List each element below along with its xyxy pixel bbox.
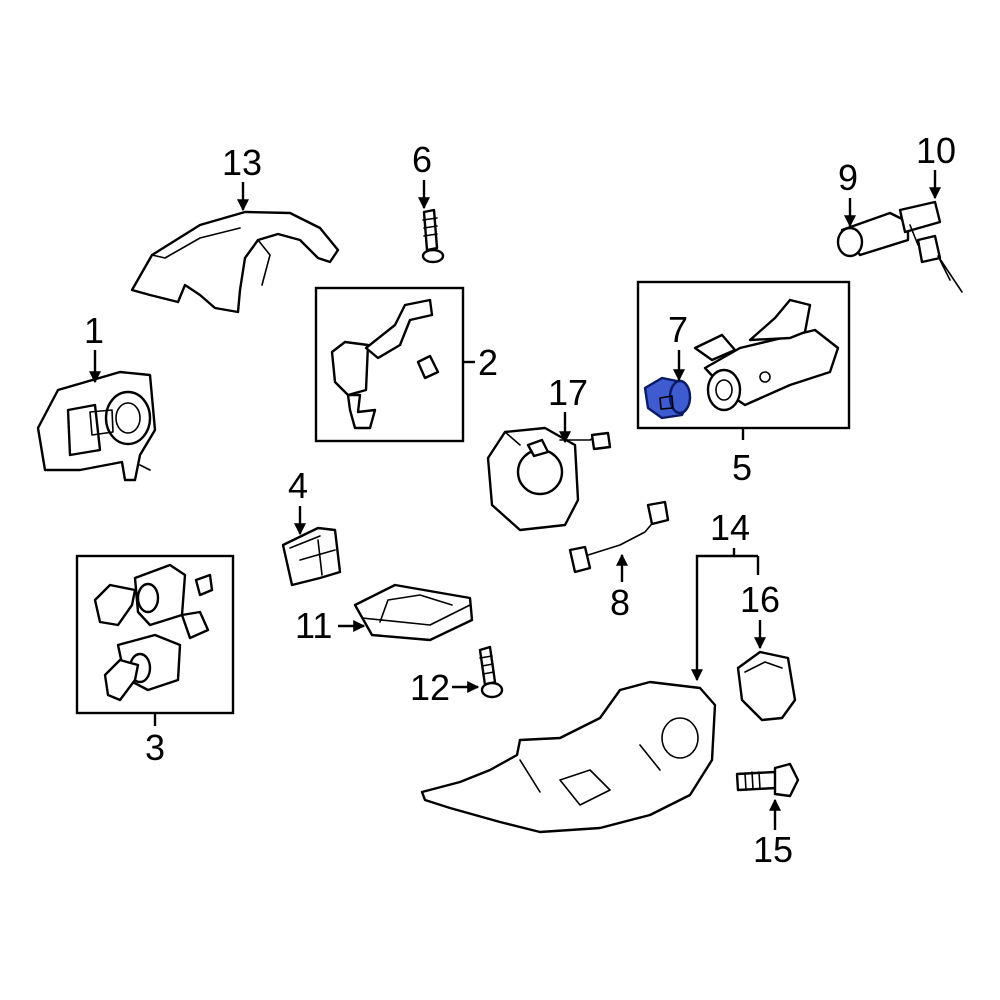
- callout-10: 10: [916, 130, 956, 171]
- callout-8: 8: [610, 582, 630, 623]
- callout-15: 15: [753, 829, 793, 870]
- part-1-combination-switch[interactable]: [36, 370, 157, 482]
- callout-3: 3: [145, 727, 165, 768]
- part-8-harness[interactable]: [568, 500, 670, 574]
- callout-12: 12: [410, 667, 450, 708]
- part-14-lower-shroud[interactable]: [420, 680, 717, 834]
- part-10-keys[interactable]: [898, 200, 963, 293]
- part-9-ignition-cylinder[interactable]: [836, 211, 910, 258]
- part-11-module[interactable]: [353, 583, 474, 642]
- part-6-screw[interactable]: [421, 208, 445, 264]
- part-17-clockspring[interactable]: [486, 426, 612, 532]
- part-2-switch[interactable]: [330, 298, 440, 430]
- part-12-screw[interactable]: [478, 645, 504, 699]
- part-2-box: [314, 286, 465, 443]
- callout-7: 7: [668, 309, 688, 350]
- callout-5: 5: [732, 447, 752, 488]
- callout-9: 9: [838, 157, 858, 198]
- callout-1: 1: [84, 310, 104, 351]
- part-3-switches[interactable]: [93, 563, 214, 702]
- part-13-upper-shroud[interactable]: [130, 210, 340, 314]
- callout-6: 6: [412, 139, 432, 180]
- callout-17: 17: [548, 372, 588, 413]
- part-16-cap[interactable]: [736, 650, 797, 722]
- callout-11: 11: [295, 605, 332, 646]
- callout-16: 16: [740, 579, 780, 620]
- part-7-lock-cylinder[interactable]: [643, 376, 692, 420]
- part-15-bolt[interactable]: [735, 762, 800, 798]
- callout-2: 2: [478, 342, 498, 383]
- part-5-lock-housing[interactable]: [693, 298, 840, 412]
- leader-14: [691, 548, 736, 682]
- callout-4: 4: [288, 465, 308, 506]
- callout-14: 14: [710, 507, 750, 548]
- part-4-bracket[interactable]: [281, 526, 342, 587]
- callout-13: 13: [222, 142, 262, 183]
